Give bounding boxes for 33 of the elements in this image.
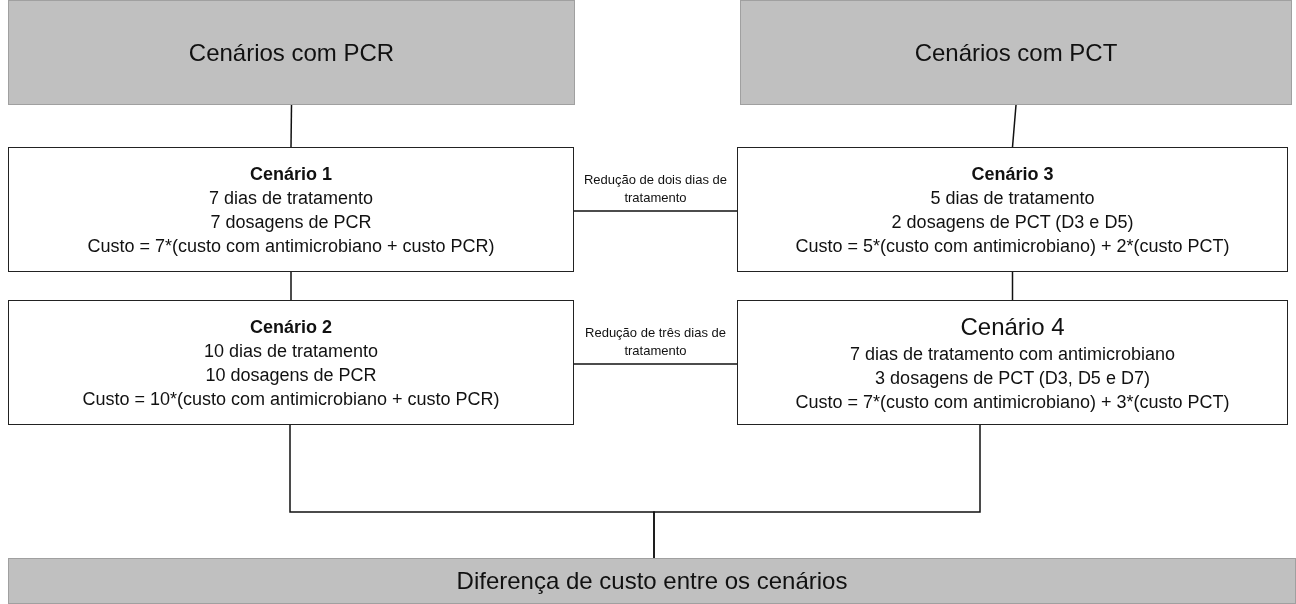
- box-heading: Cenário 4: [960, 311, 1065, 342]
- box-text: 7 dias de tratamento com antimicrobiano: [849, 342, 1176, 366]
- scenario-box: [737, 147, 1288, 272]
- connector-line: [290, 104, 293, 148]
- box-text: 5 dias de tratamento: [930, 186, 1095, 210]
- box-text: 10 dosagens de PCR: [205, 363, 377, 387]
- box-text: Cenários com PCT: [914, 38, 1118, 67]
- connector-line: [290, 271, 292, 301]
- box-text: Custo = 5*(custo com antimicrobiano) + 2*(custo PCT): [795, 234, 1230, 258]
- header-band: [8, 0, 575, 105]
- header-band: [8, 558, 1296, 604]
- box-heading: Cenário 1: [250, 162, 332, 186]
- scenario-box: [737, 300, 1288, 425]
- box-text: Cenários com PCR: [188, 38, 395, 67]
- box-text: Custo = 7*(custo com antimicrobiano + custo PCR): [87, 234, 495, 258]
- header-band: [740, 0, 1292, 105]
- box-text: 7 dosagens de PCR: [210, 210, 372, 234]
- connector-line: [653, 424, 981, 559]
- scenario-box: [8, 300, 574, 425]
- connector-line: [1011, 104, 1017, 148]
- box-heading: Cenário 3: [971, 162, 1054, 186]
- connector-line: [573, 210, 738, 212]
- scenario-box: [8, 147, 574, 272]
- box-text: Custo = 7*(custo com antimicrobiano) + 3*(custo PCT): [795, 390, 1230, 414]
- box-text: 2 dosagens de PCT (D3 e D5): [891, 210, 1134, 234]
- connector-line: [1011, 271, 1014, 301]
- connector-line: [573, 363, 738, 365]
- box-text: 3 dosagens de PCT (D3, D5 e D7): [875, 366, 1150, 390]
- box-text: Diferença de custo entre os cenários: [456, 567, 848, 595]
- box-text: Custo = 10*(custo com antimicrobiano + custo PCR): [82, 387, 500, 411]
- box-text: 7 dias de tratamento: [208, 186, 374, 210]
- box-heading: Cenário 2: [250, 315, 332, 339]
- box-text: 10 dias de tratamento: [203, 339, 379, 363]
